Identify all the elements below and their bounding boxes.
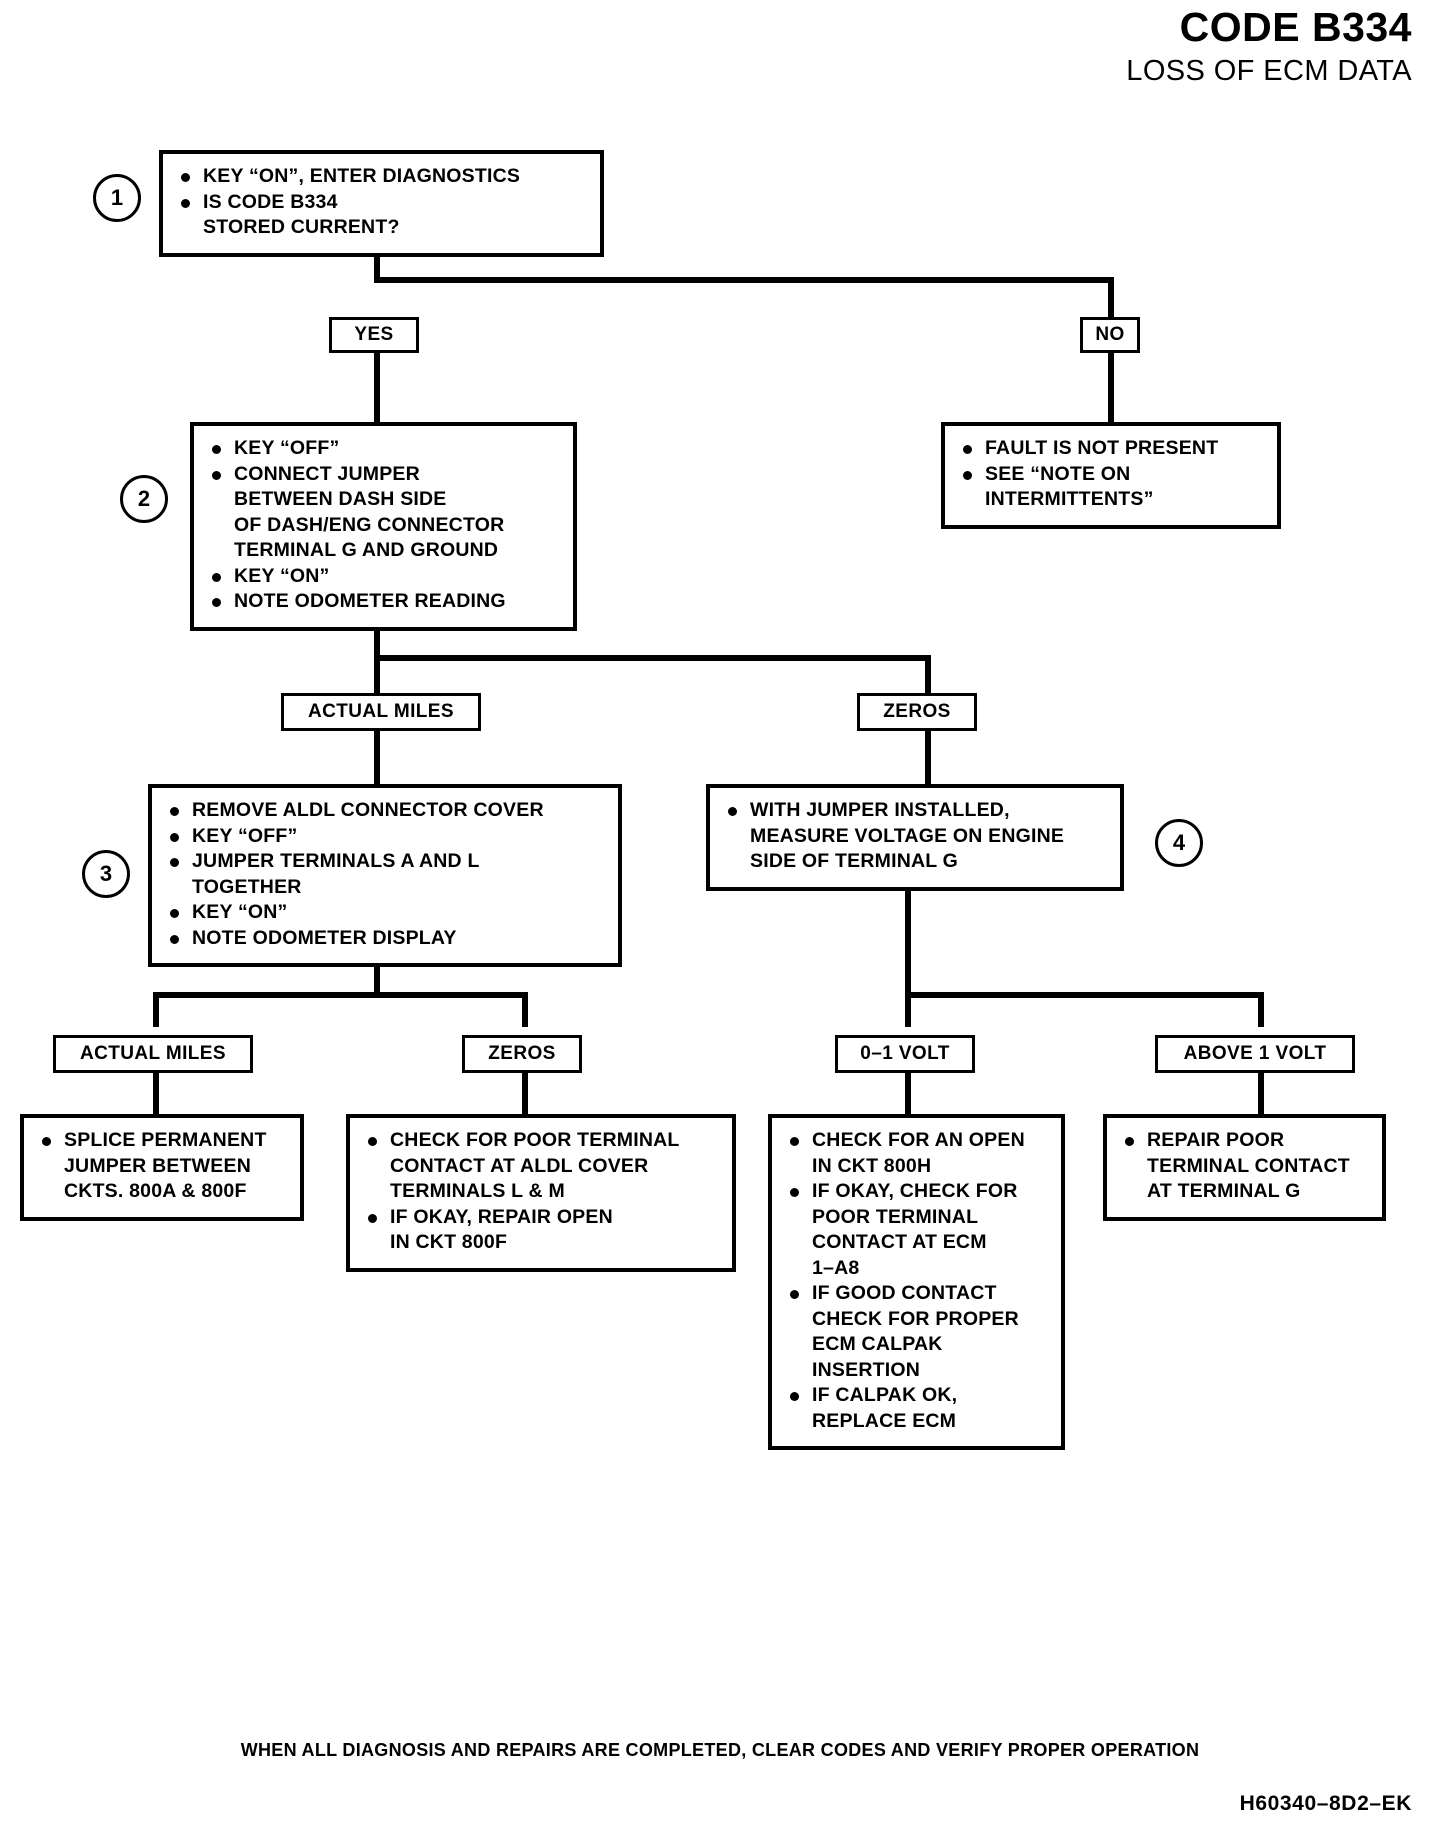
decision-label-0-1-volt: 0–1 VOLT (835, 1035, 975, 1073)
list-item: IF CALPAK OK, REPLACE ECM (786, 1383, 1049, 1434)
list-item: NOTE ODOMETER READING (208, 589, 561, 615)
connector-step3-right (522, 992, 528, 1027)
connector-actual1-to-step3 (374, 729, 380, 785)
box-fault-not-present-list: FAULT IS NOT PRESENT SEE “NOTE ON INTERM… (959, 436, 1265, 513)
connector-step2-split (374, 655, 931, 661)
connector-step3-down (374, 962, 380, 997)
connector-zeros1-to-step4 (925, 729, 931, 785)
list-item: IS CODE B334 STORED CURRENT? (177, 190, 588, 241)
box-result-open-ckt-800h: CHECK FOR AN OPEN IN CKT 800H IF OKAY, C… (768, 1114, 1065, 1450)
list-item: WITH JUMPER INSTALLED, MEASURE VOLTAGE O… (724, 798, 1108, 875)
connector-to-no (1108, 277, 1114, 319)
decision-label-actual-miles-1: ACTUAL MILES (281, 693, 481, 731)
list-item: IF OKAY, CHECK FOR POOR TERMINAL CONTACT… (786, 1179, 1049, 1281)
list-item: REPAIR POOR TERMINAL CONTACT AT TERMINAL… (1121, 1128, 1370, 1205)
connector-step4-down (905, 880, 911, 992)
list-item: KEY “ON” (208, 564, 561, 590)
decision-label-no: NO (1080, 317, 1140, 353)
connector-step3-split (153, 992, 528, 998)
list-item: CHECK FOR AN OPEN IN CKT 800H (786, 1128, 1049, 1179)
decision-label-zeros-1: ZEROS (857, 693, 977, 731)
box-step-2: KEY “OFF” CONNECT JUMPER BETWEEN DASH SI… (190, 422, 577, 631)
box-result-poor-terminal-aldl: CHECK FOR POOR TERMINAL CONTACT AT ALDL … (346, 1114, 736, 1272)
connector-voltabove-to-result (1258, 1073, 1264, 1115)
box-result-repair-terminal-g: REPAIR POOR TERMINAL CONTACT AT TERMINAL… (1103, 1114, 1386, 1221)
step-marker-1: 1 (93, 174, 141, 222)
decision-label-actual-miles-2: ACTUAL MILES (53, 1035, 253, 1073)
box-step-2-list: KEY “OFF” CONNECT JUMPER BETWEEN DASH SI… (208, 436, 561, 615)
list-item: KEY “OFF” (166, 824, 606, 850)
box-step-3: REMOVE ALDL CONNECTOR COVER KEY “OFF” JU… (148, 784, 622, 967)
list-item: IF GOOD CONTACT CHECK FOR PROPER ECM CAL… (786, 1281, 1049, 1383)
decision-label-zeros-2: ZEROS (462, 1035, 582, 1073)
connector-step2-to-actual (374, 655, 380, 695)
list-item: REMOVE ALDL CONNECTOR COVER (166, 798, 606, 824)
box-result-open-ckt-800h-list: CHECK FOR AN OPEN IN CKT 800H IF OKAY, C… (786, 1128, 1049, 1434)
page-title: CODE B334 (1179, 4, 1412, 50)
connector-no-to-fault (1108, 349, 1114, 424)
connector-step1-down (374, 241, 380, 283)
connector-volt01-to-result (905, 1073, 911, 1115)
box-result-splice-jumper-list: SPLICE PERMANENT JUMPER BETWEEN CKTS. 80… (38, 1128, 288, 1205)
list-item: CONNECT JUMPER BETWEEN DASH SIDE OF DASH… (208, 462, 561, 564)
list-item: JUMPER TERMINALS A AND L TOGETHER (166, 849, 606, 900)
decision-label-above-1-volt: ABOVE 1 VOLT (1155, 1035, 1355, 1073)
page-header: CODE B334 LOSS OF ECM DATA (1126, 4, 1412, 89)
connector-step3-left (153, 992, 159, 1027)
step-marker-3: 3 (82, 850, 130, 898)
connector-step4-right (1258, 992, 1264, 1027)
box-step-4: WITH JUMPER INSTALLED, MEASURE VOLTAGE O… (706, 784, 1124, 891)
list-item: KEY “ON” (166, 900, 606, 926)
connector-step2-down (374, 625, 380, 660)
decision-label-yes: YES (329, 317, 419, 353)
footer-document-code: H60340–8D2–EK (1239, 1792, 1412, 1815)
connector-yes-to-step2 (374, 349, 380, 424)
list-item: SEE “NOTE ON INTERMITTENTS” (959, 462, 1265, 513)
list-item: KEY “ON”, ENTER DIAGNOSTICS (177, 164, 588, 190)
connector-step4-split (905, 992, 1264, 998)
box-step-3-list: REMOVE ALDL CONNECTOR COVER KEY “OFF” JU… (166, 798, 606, 951)
connector-zeros2-to-result (522, 1073, 528, 1115)
connector-step1-split (374, 277, 1114, 283)
box-step-1-list: KEY “ON”, ENTER DIAGNOSTICS IS CODE B334… (177, 164, 588, 241)
connector-step4-left (905, 992, 911, 1027)
connector-step2-to-zeros (925, 655, 931, 695)
step-marker-4: 4 (1155, 819, 1203, 867)
page-subtitle: LOSS OF ECM DATA (1126, 55, 1412, 88)
box-result-poor-terminal-aldl-list: CHECK FOR POOR TERMINAL CONTACT AT ALDL … (364, 1128, 720, 1256)
step-marker-2: 2 (120, 475, 168, 523)
connector-actual2-to-result (153, 1073, 159, 1115)
list-item: IF OKAY, REPAIR OPEN IN CKT 800F (364, 1205, 720, 1256)
footer-note: WHEN ALL DIAGNOSIS AND REPAIRS ARE COMPL… (240, 1740, 1200, 1760)
list-item: FAULT IS NOT PRESENT (959, 436, 1265, 462)
box-result-repair-terminal-g-list: REPAIR POOR TERMINAL CONTACT AT TERMINAL… (1121, 1128, 1370, 1205)
box-fault-not-present: FAULT IS NOT PRESENT SEE “NOTE ON INTERM… (941, 422, 1281, 529)
list-item: KEY “OFF” (208, 436, 561, 462)
list-item: NOTE ODOMETER DISPLAY (166, 926, 606, 952)
box-result-splice-jumper: SPLICE PERMANENT JUMPER BETWEEN CKTS. 80… (20, 1114, 304, 1221)
box-step-1: KEY “ON”, ENTER DIAGNOSTICS IS CODE B334… (159, 150, 604, 257)
list-item: SPLICE PERMANENT JUMPER BETWEEN CKTS. 80… (38, 1128, 288, 1205)
box-step-4-list: WITH JUMPER INSTALLED, MEASURE VOLTAGE O… (724, 798, 1108, 875)
list-item: CHECK FOR POOR TERMINAL CONTACT AT ALDL … (364, 1128, 720, 1205)
